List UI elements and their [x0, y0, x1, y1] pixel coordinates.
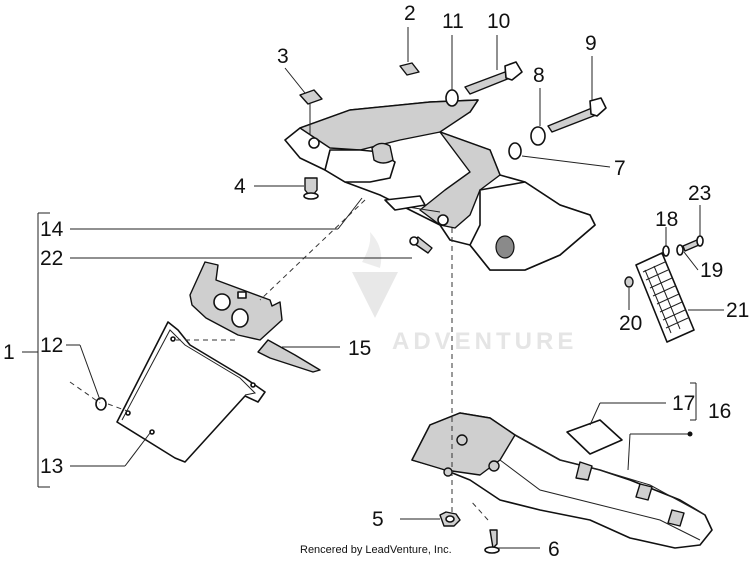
mudguard-part-16 [411, 412, 713, 549]
reflector-pad-part-17 [566, 419, 623, 455]
washer-part-18 [662, 245, 670, 257]
screw-part-4 [303, 177, 319, 200]
callout-19: 19 [700, 259, 723, 282]
grille-part-21 [635, 252, 695, 343]
callout-1: 1 [3, 341, 15, 364]
assembly-lines [69, 199, 489, 521]
callout-12: 12 [40, 334, 63, 357]
nut-part-20 [624, 276, 634, 288]
watermark-text: ADVENTURE [392, 328, 577, 355]
callout-numbers: 2 11 10 9 3 8 7 4 23 18 14 22 19 21 20 1… [3, 2, 749, 561]
callout-7: 7 [614, 157, 626, 180]
callout-8: 8 [533, 64, 545, 87]
nut-part-19 [676, 244, 684, 256]
screw-part-6 [484, 529, 500, 554]
callout-17: 17 [672, 392, 695, 415]
washer-part-12 [95, 397, 107, 411]
callout-10: 10 [487, 10, 510, 33]
strip-part-15 [257, 339, 321, 373]
callout-5: 5 [372, 508, 384, 531]
screw-part-22 [409, 236, 433, 254]
speed-clip-part [299, 89, 323, 135]
callout-9: 9 [585, 32, 597, 55]
license-plate-holder-part [116, 321, 266, 463]
render-credit: Rencered by LeadVenture, Inc. [300, 544, 452, 556]
callout-6: 6 [548, 538, 560, 561]
callout-11: 11 [442, 10, 464, 33]
callout-2: 2 [404, 2, 416, 25]
callout-15: 15 [348, 337, 371, 360]
leader-lines [22, 27, 724, 549]
callout-14: 14 [40, 218, 64, 241]
screw-part-23 [682, 235, 704, 252]
callout-13: 13 [40, 455, 63, 478]
callout-4: 4 [234, 175, 246, 198]
washer-part-11 [445, 89, 459, 107]
callout-20: 20 [619, 312, 642, 335]
light-bracket-part [189, 261, 283, 341]
bolt-part-9 [547, 97, 607, 133]
rear-undertray-part [284, 99, 596, 271]
nut-part-5 [439, 511, 461, 527]
square-clip-part [399, 62, 420, 76]
callout-18: 18 [655, 208, 678, 231]
callout-23: 23 [688, 182, 711, 205]
washer-part-8 [530, 126, 546, 146]
washer-part-7 [508, 142, 522, 160]
callout-21: 21 [726, 299, 749, 322]
bolt-part-10 [464, 61, 523, 95]
callout-22: 22 [40, 247, 63, 270]
callout-16: 16 [708, 400, 731, 423]
callout-3: 3 [277, 45, 289, 68]
watermark-logo: ADVENTURE [352, 232, 577, 355]
